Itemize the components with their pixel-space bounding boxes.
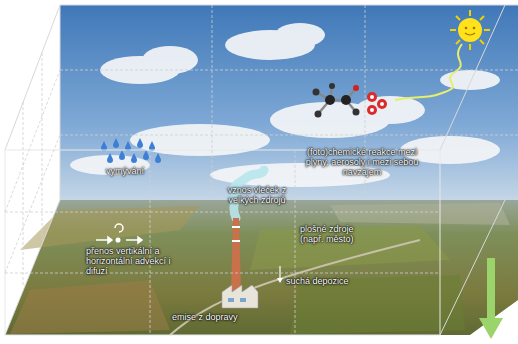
annotation-label: emise z dopravy (172, 312, 262, 322)
box-frame (5, 5, 518, 335)
sky-photo (60, 5, 518, 205)
annotation-label: suchá depozice (286, 276, 366, 286)
annotation-label: vymývání (106, 166, 166, 176)
deposition-arrow (277, 266, 283, 283)
annotation-label: vznos vleček z velkých zdrojů (218, 185, 296, 205)
annotation-label: plošné zdroje (např. město) (300, 224, 376, 244)
radiation-wave (395, 44, 462, 100)
ozone-symbol (367, 92, 387, 115)
annotation-label: (foto)chemické reakce mezi plyny, aeroso… (300, 147, 424, 177)
clouds (70, 23, 500, 187)
molecule-symbol (313, 83, 360, 118)
fields (10, 203, 510, 334)
grid-lines (5, 5, 518, 335)
factory-symbol (222, 218, 258, 308)
downward-arrow (479, 258, 503, 339)
annotation-label: přenos vertikální a horizontální advekcí… (86, 246, 174, 276)
sun-symbol (450, 10, 490, 50)
ground-photo (5, 200, 518, 335)
transport-symbol (96, 224, 142, 243)
